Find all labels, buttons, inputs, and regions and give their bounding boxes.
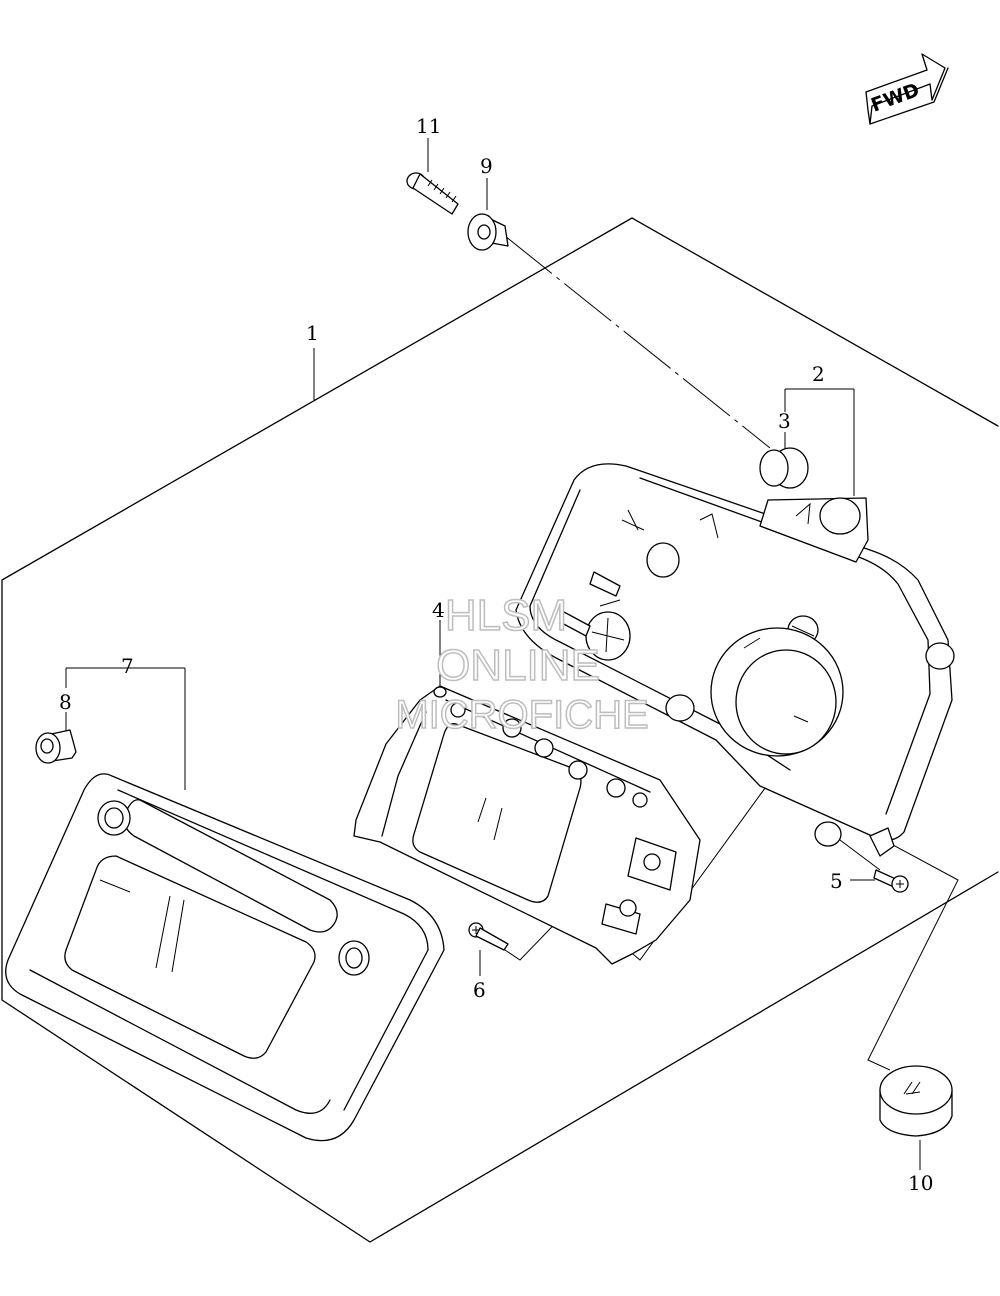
watermark-line-3: MICROFICHE [395, 693, 648, 737]
grommet-part-3 [759, 447, 809, 489]
cap-part-10 [879, 1065, 953, 1137]
screw-part-5 [873, 869, 909, 893]
part-label-8: 8 [59, 690, 72, 714]
screw-part-6 [468, 922, 509, 951]
knob-part-8 [35, 729, 77, 764]
part-label-10: 10 [908, 1171, 933, 1195]
part-label-1: 1 [306, 321, 319, 345]
part-label-6: 6 [473, 978, 486, 1002]
watermark-line-2: ONLINE [436, 641, 600, 690]
watermark-line-1: HLSM [445, 591, 567, 640]
meter-case-rear [515, 463, 955, 857]
fwd-indicator: FWD [865, 53, 949, 125]
bolt-part-11 [406, 172, 459, 215]
meter-cover-part-7 [5, 773, 445, 1142]
part-label-3: 3 [778, 409, 791, 433]
part-label-2: 2 [812, 362, 825, 386]
part-label-5: 5 [830, 869, 843, 893]
assembly-boundary [1, 217, 999, 1243]
forward-arrow-icon [865, 53, 946, 125]
part-label-4: 4 [432, 598, 445, 622]
part-labels: 1 2 3 4 5 6 7 8 9 10 11 [59, 114, 933, 1195]
watermark: HLSM ONLINE MICROFICHE [395, 590, 650, 738]
part-label-11: 11 [416, 114, 441, 138]
part-label-7: 7 [121, 654, 134, 678]
collar-part-9 [467, 213, 509, 251]
meter-unit-part-4 [353, 685, 701, 965]
part-label-9: 9 [480, 154, 493, 178]
